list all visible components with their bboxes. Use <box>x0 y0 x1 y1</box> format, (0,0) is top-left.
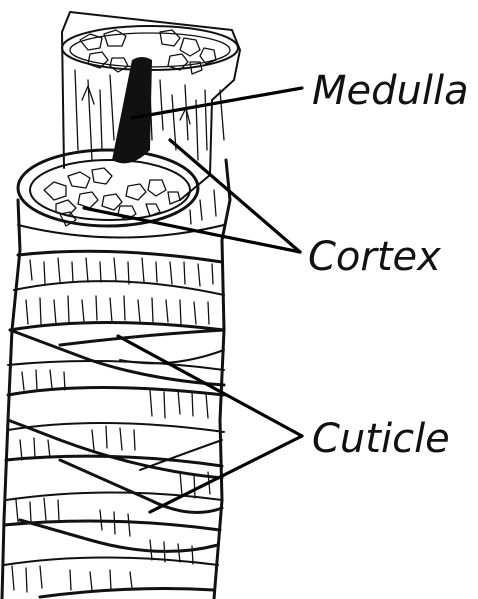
medulla-label: Medulla <box>312 68 469 114</box>
cortex-leader-upper <box>168 138 302 254</box>
cuticle-leader-lower <box>148 434 304 514</box>
cuticle-shaft <box>0 158 232 599</box>
inner-segment <box>61 11 241 201</box>
cuticle-label: Cuticle <box>312 416 450 462</box>
leader-lines <box>82 86 304 514</box>
cuticle-leader-upper <box>116 334 304 438</box>
hair-shaft-illustration <box>0 11 241 599</box>
cortex-leader-lower <box>82 206 302 254</box>
cortex-label: Cortex <box>308 234 441 280</box>
medulla-leader <box>130 86 304 120</box>
cortex-disc <box>16 148 200 228</box>
